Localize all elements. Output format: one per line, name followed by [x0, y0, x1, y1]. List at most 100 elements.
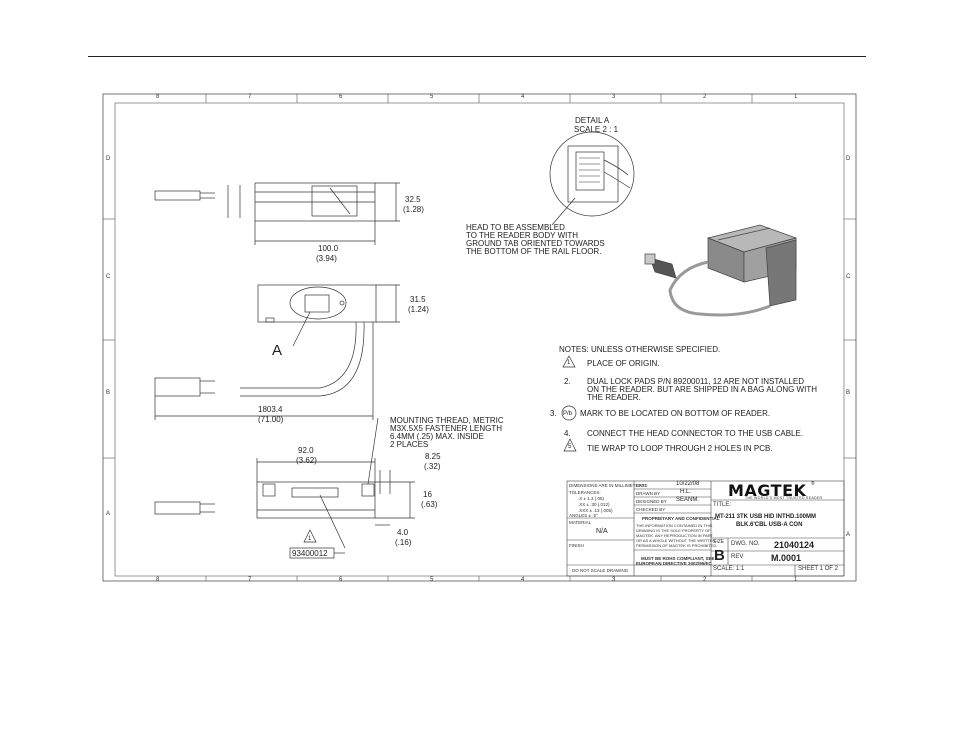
tb-title-label: TITLE: [713, 502, 732, 508]
tb-tol-xx: .XX ± .30 (.012) [578, 502, 610, 507]
notes-header: NOTES: UNLESS OTHERWISE SPECIFIED. [559, 345, 721, 354]
mount-note-3: 6.4MM (.25) MAX. INSIDE [390, 432, 484, 441]
zone-top-6: 6 [339, 94, 343, 100]
tb-rohs-1: MUST BE ROHS COMPLIANT, SEE [641, 556, 715, 561]
zone-right-a: A [846, 532, 851, 538]
note-3-badge: P/b [563, 411, 573, 417]
dim-height-top: 32.5 [405, 195, 421, 204]
tb-finish-label: FINISH [569, 543, 584, 548]
tb-rev-value: M.0001 [771, 553, 802, 563]
zone-bottom-3: 3 [612, 577, 616, 583]
dim-height-mid: 31.5 [410, 295, 426, 304]
tb-material-value: N/A [596, 528, 608, 535]
mount-note-1: MOUNTING THREAD, METRIC [390, 416, 504, 425]
tb-title-2: BLK.6'CBL USB-A CON [736, 522, 803, 528]
tb-noscale: DO NOT SCALE DRAWING [572, 568, 629, 573]
dim-height-top-in: (1.28) [403, 205, 424, 214]
note-2-line-2: ON THE READER. BUT ARE SHIPPED IN A BAG … [587, 385, 817, 394]
zone-left-c: C [106, 274, 111, 280]
zone-left-b: B [106, 390, 111, 396]
zone-top-3: 3 [612, 94, 616, 100]
zone-top-1: 1 [794, 94, 798, 100]
tb-date-label: DATE [636, 483, 648, 488]
tb-date-value: 10/22/08 [676, 481, 700, 487]
reader-isometric [644, 224, 798, 317]
detail-ref-a: A [272, 342, 283, 359]
head-note-2: TO THE READER BODY WITH [466, 231, 579, 240]
dim-4-0-in: (.16) [395, 538, 412, 547]
tb-dwg-value: 21040124 [774, 540, 815, 550]
part-number-box: 93400012 [292, 549, 328, 558]
zone-right-d: D [846, 156, 851, 162]
zone-bottom-2: 2 [703, 577, 707, 583]
zone-bottom-4: 4 [521, 577, 525, 583]
dim-width-top: 100.0 [318, 244, 339, 253]
zone-right-c: C [846, 274, 851, 280]
tb-prop-4: OR AS A WHOLE WITHOUT THE WRITTEN [636, 538, 716, 543]
zone-bottom-1: 1 [794, 577, 798, 583]
zone-top-2: 2 [703, 94, 707, 100]
dim-16: 16 [423, 490, 432, 499]
zone-right-b: B [846, 390, 851, 396]
tb-dims-header: DIMENSIONS ARE IN MILLIMETERS [569, 483, 645, 488]
tb-rev-label: REV [731, 554, 744, 560]
magtek-logo: MAGTEK ® [728, 481, 815, 501]
dim-8-25-in: (.32) [424, 462, 441, 471]
tb-dwg-label: DWG. NO. [731, 541, 760, 547]
magtek-tagline: THE WORLD'S MOST TRUSTED READER [745, 496, 823, 500]
zone-bottom-6: 6 [339, 577, 343, 583]
note-1-flag: 1 [567, 360, 571, 366]
dim-cable-in: (71.00) [258, 415, 284, 424]
tb-sheet: SHEET 1 OF 2 [798, 566, 838, 572]
dim-16-in: (.63) [421, 500, 438, 509]
tb-material-label: MATERIAL [569, 520, 592, 525]
tb-scale: SCALE: 1:1 [713, 566, 745, 572]
zone-top-4: 4 [521, 94, 525, 100]
zone-bottom-8: 8 [156, 577, 160, 583]
note-4: CONNECT THE HEAD CONNECTOR TO THE USB CA… [587, 429, 804, 438]
callout-flag-1: 1 [308, 536, 312, 542]
detail-scale: SCALE 2 : 1 [574, 125, 619, 134]
magtek-logo-text: MAGTEK [728, 481, 807, 500]
tb-prop-1: THE INFORMATION CONTAINED IN THIS [636, 523, 713, 528]
tb-drawn-label: DRAWN BY [636, 491, 661, 496]
zone-left-d: D [106, 156, 111, 162]
note-1: PLACE OF ORIGIN. [587, 359, 660, 368]
magtek-logo-reg: ® [810, 481, 815, 487]
detail-title: DETAIL A [575, 116, 610, 125]
zone-top-8: 8 [156, 94, 160, 100]
head-note-3: GROUND TAB ORIENTED TOWARDS [466, 239, 605, 248]
note-2-line-1: DUAL LOCK PADS P/N 89200011, 12 ARE NOT … [587, 377, 804, 386]
zone-left-a: A [106, 511, 111, 517]
note-3-num: 3. [550, 409, 557, 418]
tb-designed-value: SEANM. [676, 497, 700, 503]
tb-title-1: MT-211 3TK USB HID INTHD.100MM [715, 514, 817, 520]
tb-designed-label: DESIGNED BY [636, 499, 667, 504]
dim-4-0: 4.0 [397, 528, 409, 537]
head-note-4: THE BOTTOM OF THE RAIL FLOOR. [466, 247, 602, 256]
mount-note-2: M3X.5X5 FASTENER LENGTH [390, 424, 503, 433]
dim-8-25: 8.25 [425, 452, 441, 461]
tb-tol-x: .X ± 1.3 (.05) [578, 496, 604, 501]
tb-prop-2: DRAWING IS THE SOLE PROPERTY OF [636, 528, 711, 533]
zone-bottom-7: 7 [248, 577, 252, 583]
dim-height-mid-in: (1.24) [408, 305, 429, 314]
tb-size-label: SIZE [713, 539, 725, 545]
zone-top-5: 5 [430, 94, 434, 100]
zone-top-7: 7 [248, 94, 252, 100]
note-5-flag: 5 [568, 444, 572, 450]
note-5: TIE WRAP TO LOOP THROUGH 2 HOLES IN PCB. [587, 444, 773, 453]
note-2-line-3: THE READER. [587, 393, 641, 402]
note-4-num: 4. [564, 429, 571, 438]
tb-tol-xxx: .XXX ± .13 (.005) [578, 508, 613, 513]
tb-tolerances: TOLERANCES: [569, 490, 601, 495]
tb-rohs-2: EUROPEAN DIRECTIVE 2002/95/EC [636, 561, 712, 566]
dim-width-bottom: 92.0 [298, 446, 314, 455]
mount-note-4: 2 PLACES [390, 440, 429, 449]
tb-prop-title: PROPRIETARY AND CONFIDENTIAL [642, 516, 720, 521]
tb-checked-label: CHECKED BY [636, 507, 666, 512]
dim-width-top-in: (3.94) [316, 254, 337, 263]
head-note-1: HEAD TO BE ASSEMBLED [466, 223, 565, 232]
tb-prop-5: PERMISSION OF MAGTEK IS PROHIBITED. [636, 543, 718, 548]
